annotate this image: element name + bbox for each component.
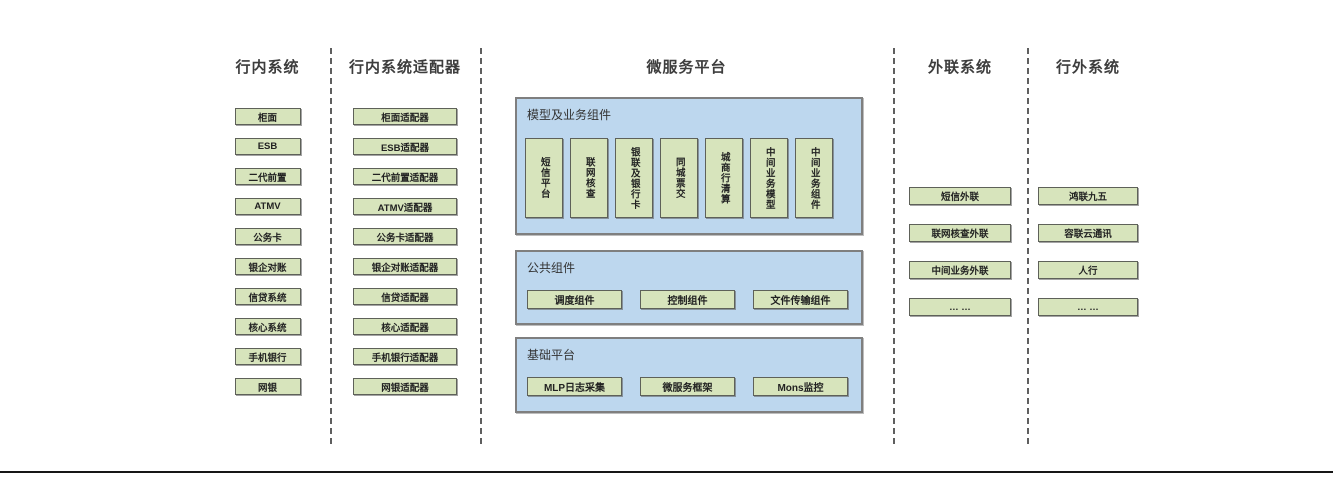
- column-title-outreach: 外联系统: [927, 59, 992, 76]
- adapter-box: 网银适配器: [353, 378, 457, 395]
- panel-common-components: 公共组件 调度组件 控制组件 文件传输组件: [515, 250, 863, 325]
- model-component-label: 同城票交: [673, 157, 685, 199]
- base-platform-row: MLP日志采集 微服务框架 Mons监控: [527, 377, 848, 396]
- internal-system-box: 银企对账: [234, 258, 301, 275]
- column-title-external: 行外系统: [1055, 59, 1120, 76]
- adapter-box: 核心适配器: [353, 318, 457, 335]
- column-divider: [1027, 48, 1029, 444]
- internal-system-box: 网银: [234, 378, 301, 395]
- internal-system-box: 公务卡: [234, 228, 301, 245]
- internal-system-box: 手机银行: [234, 348, 301, 365]
- outreach-system-box: … …: [909, 298, 1011, 316]
- internal-system-box: 信贷系统: [234, 288, 301, 305]
- outreach-system-box: 短信外联: [909, 187, 1011, 205]
- internal-system-box: ESB: [234, 138, 301, 155]
- model-component-label: 中间业务模型: [763, 146, 775, 210]
- common-component-box: 文件传输组件: [753, 290, 848, 309]
- internal-system-box: 核心系统: [234, 318, 301, 335]
- adapter-box: 二代前置适配器: [353, 168, 457, 185]
- column-title-adapters: 行内系统适配器: [348, 59, 461, 76]
- adapters-list: 柜面适配器 ESB适配器 二代前置适配器 ATMV适配器 公务卡适配器 银企对账…: [330, 108, 480, 408]
- adapter-box: ATMV适配器: [353, 198, 457, 215]
- common-component-box: 调度组件: [527, 290, 622, 309]
- external-systems-list: 鸿联九五 容联云通讯 人行 … …: [1027, 187, 1149, 335]
- base-platform-box: Mons监控: [753, 377, 848, 396]
- panel-base-title: 基础平台: [527, 348, 576, 362]
- column-divider: [480, 48, 482, 444]
- model-component-box: 中间业务组件: [795, 138, 833, 218]
- model-component-box: 城商行清算: [705, 138, 743, 218]
- internal-system-box: 柜面: [234, 108, 301, 125]
- model-component-box: 同城票交: [660, 138, 698, 218]
- column-divider: [893, 48, 895, 444]
- model-component-box: 银联及银行卡: [615, 138, 653, 218]
- model-component-label: 城商行清算: [718, 151, 730, 205]
- column-title-platform: 微服务平台: [646, 59, 727, 76]
- column-divider: [330, 48, 332, 444]
- model-components-row: 短信平台 联网核查 银联及银行卡 同城票交 城商行清算 中间业务模型 中间业务组…: [525, 138, 833, 218]
- panel-model-title: 模型及业务组件: [527, 108, 612, 122]
- outreach-system-box: 联网核查外联: [909, 224, 1011, 242]
- internal-system-box: 二代前置: [234, 168, 301, 185]
- external-system-box: 鸿联九五: [1038, 187, 1138, 205]
- internal-systems-list: 柜面 ESB 二代前置 ATMV 公务卡 银企对账 信贷系统 核心系统 手机银行…: [205, 108, 330, 408]
- adapter-box: 公务卡适配器: [353, 228, 457, 245]
- column-title-internal: 行内系统: [235, 59, 300, 76]
- outreach-systems-list: 短信外联 联网核查外联 中间业务外联 … …: [893, 187, 1027, 335]
- model-component-label: 联网核查: [583, 157, 595, 199]
- external-system-box: 人行: [1038, 261, 1138, 279]
- base-platform-box: 微服务框架: [640, 377, 735, 396]
- model-component-box: 短信平台: [525, 138, 563, 218]
- common-component-box: 控制组件: [640, 290, 735, 309]
- model-component-label: 短信平台: [538, 157, 550, 199]
- panel-common-title: 公共组件: [527, 261, 576, 275]
- bottom-divider-line: [0, 471, 1333, 473]
- common-components-row: 调度组件 控制组件 文件传输组件: [527, 290, 848, 309]
- panel-model-components: 模型及业务组件 短信平台 联网核查 银联及银行卡 同城票交 城商行清算 中间业务…: [515, 97, 863, 235]
- adapter-box: 手机银行适配器: [353, 348, 457, 365]
- model-component-box: 中间业务模型: [750, 138, 788, 218]
- model-component-box: 联网核查: [570, 138, 608, 218]
- base-platform-box: MLP日志采集: [527, 377, 622, 396]
- adapter-box: 柜面适配器: [353, 108, 457, 125]
- adapter-box: ESB适配器: [353, 138, 457, 155]
- external-system-box: 容联云通讯: [1038, 224, 1138, 242]
- panel-base-platform: 基础平台 MLP日志采集 微服务框架 Mons监控: [515, 337, 863, 413]
- external-system-box: … …: [1038, 298, 1138, 316]
- adapter-box: 信贷适配器: [353, 288, 457, 305]
- adapter-box: 银企对账适配器: [353, 258, 457, 275]
- model-component-label: 中间业务组件: [808, 146, 820, 210]
- outreach-system-box: 中间业务外联: [909, 261, 1011, 279]
- model-component-label: 银联及银行卡: [628, 146, 640, 210]
- internal-system-box: ATMV: [234, 198, 301, 215]
